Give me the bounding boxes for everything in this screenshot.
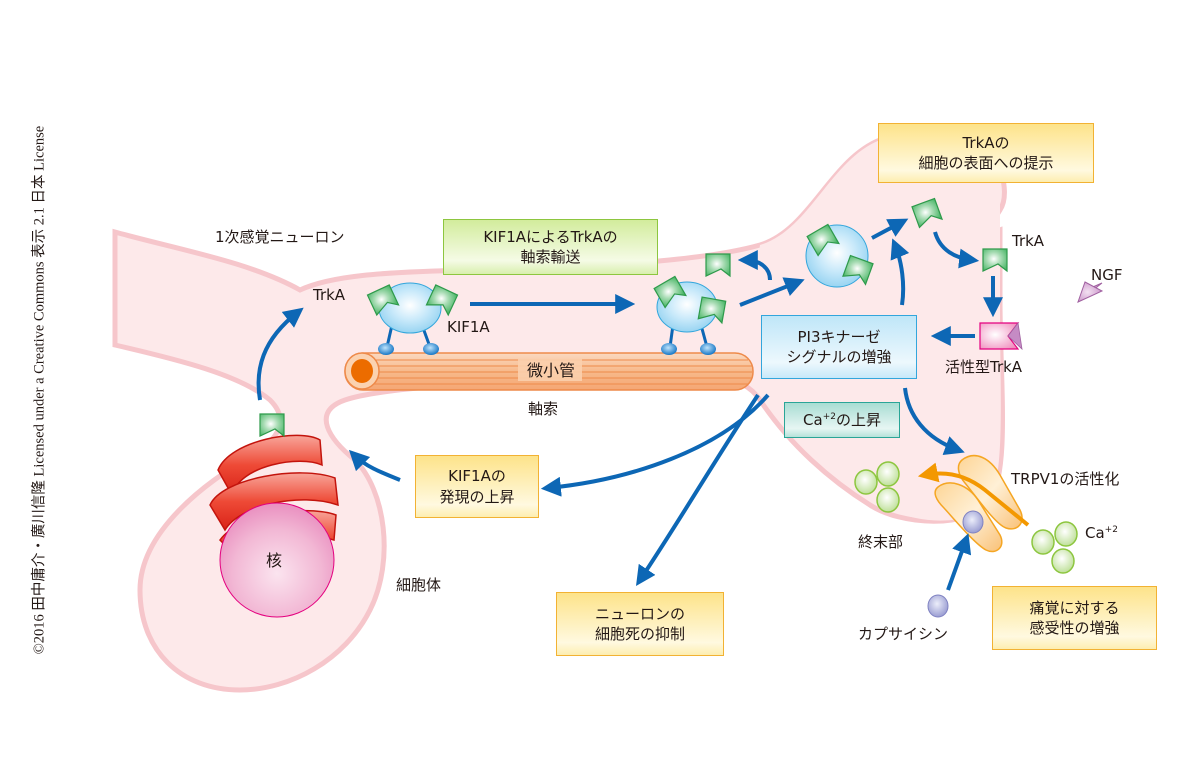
box-cell-death-suppression: ニューロンの 細胞死の抑制 <box>556 592 724 656</box>
calcium-ions-inside <box>854 461 900 513</box>
label-kif1a: KIF1A <box>447 318 490 336</box>
arrow-to-right-vesicle <box>739 277 805 307</box>
label-nucleus: 核 <box>266 551 283 570</box>
box-line: KIF1Aの <box>448 467 506 486</box>
ngf-triangle-icon <box>1077 281 1104 303</box>
label-microtubule: 微小管 <box>527 361 576 380</box>
label-active-trka: 活性型TrkA <box>945 358 1023 376</box>
arrow-golgi-to-axon <box>256 307 304 401</box>
arrow-pi3k-to-trpv1 <box>903 387 965 456</box>
arrow-expression-to-soma <box>348 449 401 482</box>
box-calcium-rise: Ca+2の上昇 <box>784 402 900 438</box>
box-axonal-transport: KIF1AによるTrkAの 軸索輸送 <box>443 219 658 275</box>
capsaicin-icon <box>927 594 949 618</box>
capsaicin-bound-icon <box>962 510 984 534</box>
calcium-rise-suffix: の上昇 <box>835 410 881 429</box>
calcium-symbol: Ca <box>1085 524 1105 542</box>
arrow-pi3k-up <box>890 238 910 306</box>
nucleus <box>219 502 335 618</box>
box-line: 軸索輸送 <box>520 248 581 266</box>
box-kif1a-expression: KIF1Aの 発現の上昇 <box>415 455 539 518</box>
arrow-to-surface <box>871 218 909 240</box>
label-trka-right: TrkA <box>1012 232 1045 250</box>
box-line: 細胞死の抑制 <box>594 625 685 643</box>
box-pi3k-signal: PI3キナーゼ シグナルの増強 <box>761 315 917 379</box>
box-surface-presentation: TrkAの 細胞の表面への提示 <box>878 123 1094 183</box>
box-line: ニューロンの <box>594 604 685 623</box>
label-calcium: Ca+2 <box>1085 524 1118 542</box>
label-trka-left: TrkA <box>313 286 346 304</box>
label-ngf: NGF <box>1091 266 1123 284</box>
calcium-ions-outside <box>1031 521 1078 574</box>
label-cell-body: 細胞体 <box>396 576 442 594</box>
box-line: シグナルの増強 <box>786 348 892 366</box>
box-line: 発現の上昇 <box>439 487 515 506</box>
active-trka-icon <box>979 322 1023 351</box>
label-primary-sensory-neuron: 1次感覚ニューロン <box>215 228 345 246</box>
label-terminal: 終末部 <box>858 533 904 551</box>
box-line: Ca+2の上昇 <box>803 410 881 430</box>
arrow-capsaicin-binding <box>946 533 972 591</box>
microtubule <box>344 352 754 391</box>
calcium-charge: +2 <box>1104 525 1118 535</box>
box-line: KIF1AによるTrkAの <box>483 227 618 246</box>
label-trpv1-activation: TRPV1の活性化 <box>1011 470 1120 488</box>
box-line: 痛覚に対する <box>1029 598 1120 617</box>
box-line: TrkAの <box>962 133 1010 152</box>
box-pain-sensitivity: 痛覚に対する 感受性の増強 <box>992 586 1157 650</box>
calcium-rise-prefix: Ca <box>803 410 823 429</box>
label-capsaicin: カプサイシン <box>858 625 949 643</box>
label-axon: 軸索 <box>528 400 559 418</box>
box-line: 感受性の増強 <box>1029 619 1120 637</box>
arrow-pi3k-to-kif1a-expression <box>540 393 770 497</box>
arrow-pi3k-to-cell-death <box>636 393 760 586</box>
copyright-credit: ©2016 田中庸介・廣川信隆 Licensed under a Creativ… <box>31 125 48 655</box>
box-line: 細胞の表面への提示 <box>918 154 1054 172</box>
arrow-calcium-influx <box>917 462 1030 527</box>
arrow-surface-to-receptor <box>933 231 980 269</box>
calcium-rise-charge: +2 <box>822 411 836 422</box>
arrow-to-membrane <box>737 250 772 281</box>
trka-on-golgi-icon <box>259 413 285 437</box>
box-line: PI3キナーゼ <box>797 327 881 346</box>
